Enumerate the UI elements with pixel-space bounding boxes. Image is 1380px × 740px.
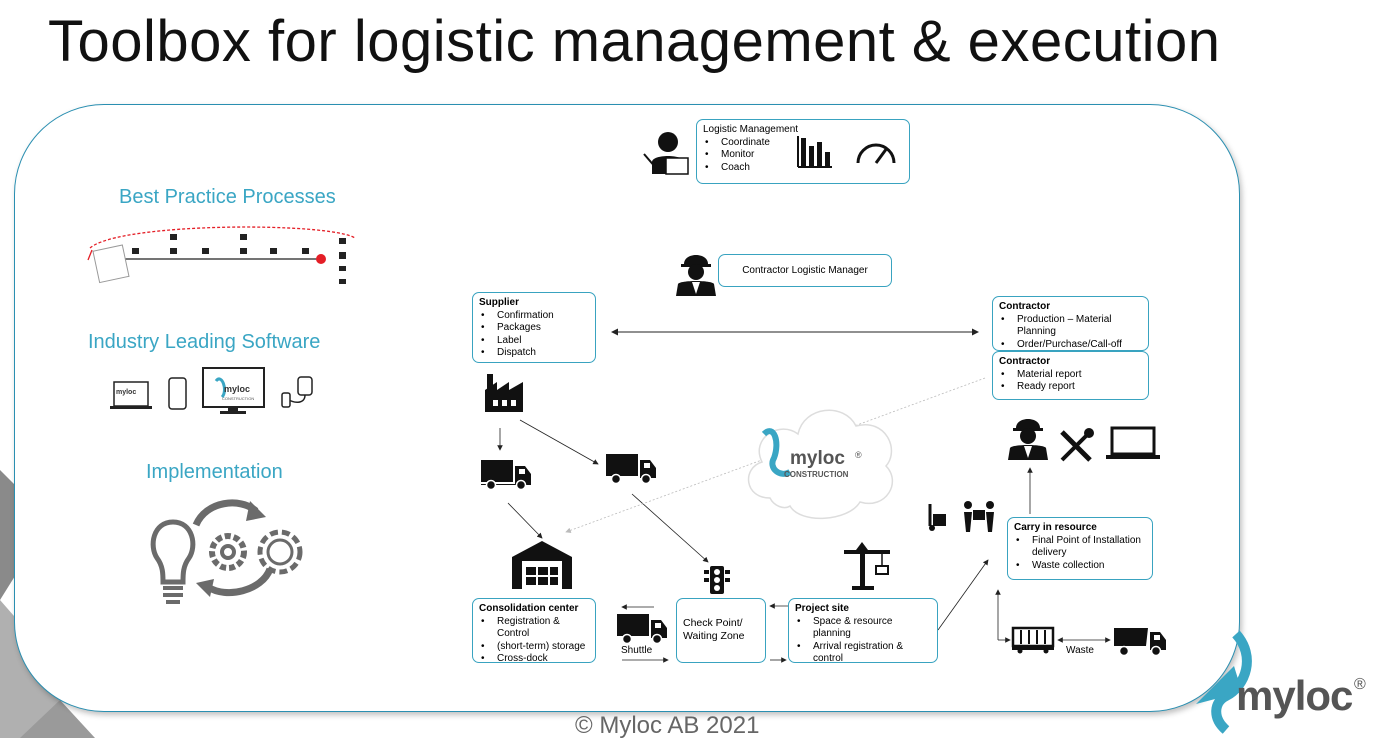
- tools-icon: [1060, 428, 1094, 462]
- software-heading: Industry Leading Software: [88, 331, 321, 353]
- myloc-logo: myloc: [1236, 672, 1353, 719]
- contractor-planning-title: Contractor: [999, 301, 1051, 312]
- supplier-title: Supplier: [479, 297, 520, 308]
- waste-label: Waste: [1066, 645, 1094, 656]
- list-item: Registration & Control: [481, 616, 589, 641]
- factory-icon: [485, 374, 523, 412]
- crane-icon: [844, 542, 890, 590]
- gear-icon: [209, 529, 303, 575]
- list-item: Coach: [705, 162, 903, 175]
- list-item: Space & resource planning: [797, 616, 931, 641]
- list-item: Material report: [1001, 369, 1142, 382]
- list-item: Label: [481, 335, 589, 348]
- consolidation-center-title: Consolidation center: [479, 603, 579, 614]
- cloud-brand-sub: CONSTRUCTION: [784, 470, 849, 479]
- monitor-screen-logo: myloc: [224, 384, 251, 394]
- monitor-device-icon: [202, 367, 265, 414]
- contractor-report-box: Contractor Material report Ready report: [992, 351, 1149, 400]
- cloud-brand-name: myloc: [790, 448, 845, 469]
- checkpoint-line1: Check Point/: [683, 617, 743, 629]
- truck-icon: [606, 454, 656, 485]
- contractor-logistic-manager-box: Contractor Logistic Manager: [718, 254, 892, 287]
- logistic-management-title: Logistic Management: [703, 124, 799, 135]
- list-item: (short-term) storage: [481, 641, 589, 654]
- carrying-boxes-icon: [964, 501, 994, 532]
- bar-chart-icon: [797, 136, 832, 168]
- implementation-heading: Implementation: [146, 461, 283, 483]
- worker-icon: [1008, 419, 1048, 460]
- best-practice-heading: Best Practice Processes: [119, 186, 336, 208]
- cloud-brand-reg: ®: [855, 450, 862, 460]
- shuttle-truck-icon: [617, 614, 667, 645]
- list-item: Monitor: [705, 149, 903, 162]
- myloc-cloud-icon: [747, 409, 894, 519]
- myloc-logo-reg: ®: [1354, 676, 1366, 693]
- laptop-device-icon: [110, 381, 152, 409]
- cycle-arrows-icon: [192, 499, 274, 597]
- checkpoint-box: Check Point/ Waiting Zone: [676, 598, 766, 663]
- traffic-light-icon: [704, 566, 730, 594]
- shuttle-label: Shuttle: [621, 645, 653, 656]
- monitor-screen-sub: CONSTRUCTION: [222, 396, 255, 401]
- list-item: Waste collection: [1016, 560, 1146, 573]
- warehouse-icon: [512, 541, 572, 589]
- supplier-box: Supplier Confirmation Packages Label Dis…: [472, 292, 596, 363]
- phone-device-icon: [168, 377, 187, 410]
- container-icon: [1011, 626, 1055, 654]
- gauge-icon: [856, 143, 896, 164]
- myloc-logo-mark: [1196, 630, 1252, 734]
- laptop-screen-logo: myloc: [116, 389, 137, 396]
- hand-truck-icon: [928, 504, 946, 531]
- list-item: Production – Material Planning: [1001, 314, 1142, 339]
- process-flow-graphic: [87, 226, 356, 284]
- truck-icon: [481, 460, 531, 491]
- list-item: Ready report: [1001, 381, 1142, 394]
- list-item: Cross-dock: [481, 653, 589, 666]
- project-site-title: Project site: [795, 603, 849, 614]
- dump-truck-icon: [1114, 628, 1166, 657]
- list-item: Confirmation: [481, 310, 589, 323]
- contractor-logistic-manager-label: Contractor Logistic Manager: [742, 265, 868, 276]
- carry-in-resource-box: Carry in resource Final Point of Install…: [1007, 517, 1153, 580]
- footer-copyright: © Myloc AB 2021: [575, 712, 760, 739]
- list-item: Packages: [481, 322, 589, 335]
- checkpoint-line2: Waiting Zone: [683, 630, 745, 642]
- laptop-icon: [1106, 426, 1160, 459]
- contractor-planning-box: Contractor Production – Material Plannin…: [992, 296, 1149, 351]
- project-site-box: Project site Space & resource planning A…: [788, 598, 938, 666]
- page-title: Toolbox for logistic management & execut…: [48, 9, 1221, 74]
- consolidation-center-box: Consolidation center Registration & Cont…: [472, 598, 596, 666]
- list-item: Arrival registration & control: [797, 641, 931, 666]
- list-item: Coordinate: [705, 137, 903, 150]
- scanner-device-icon: [281, 376, 313, 408]
- lightbulb-icon: [150, 519, 196, 604]
- carry-in-resource-title: Carry in resource: [1014, 522, 1097, 533]
- list-item: Final Point of Installation delivery: [1016, 535, 1146, 560]
- list-item: Dispatch: [481, 347, 589, 360]
- contractor-report-title: Contractor: [999, 356, 1051, 367]
- person-laptop-icon: [643, 132, 689, 175]
- list-item: Order/Purchase/Call-off: [1001, 339, 1142, 352]
- worker-icon: [676, 255, 716, 296]
